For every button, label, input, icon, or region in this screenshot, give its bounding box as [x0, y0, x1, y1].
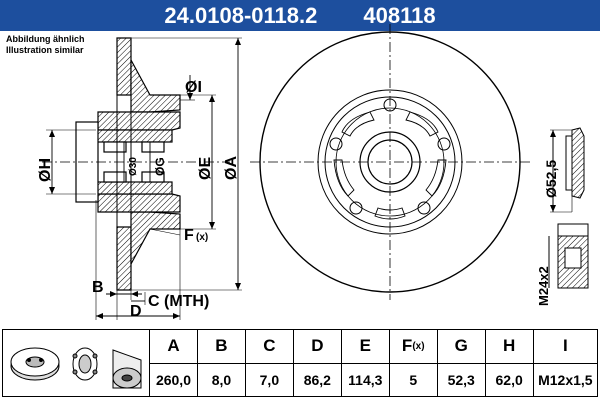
spec-header-suffix: (x) [412, 340, 425, 352]
spec-col-C: C 7,0 [245, 330, 294, 396]
dimension-lines [46, 37, 242, 320]
bolt-hole [329, 137, 343, 151]
hub-body-top [97, 111, 181, 131]
bolt-hole [437, 137, 451, 151]
spec-col-B: B 8,0 [197, 330, 246, 396]
label-C: C (MTH) [148, 293, 209, 310]
label-M24x2: M24x2 [536, 266, 551, 306]
spec-header: F [401, 336, 413, 356]
axle-nut-detail [548, 223, 589, 289]
note-english: Illustration similar [6, 45, 84, 55]
label-dia-30: Ø30 [128, 157, 139, 176]
label-dia-G: ØG [153, 157, 167, 176]
bolt-hole [417, 201, 431, 215]
spec-header-F: F(x) [389, 330, 437, 364]
spec-header: C [245, 330, 293, 364]
illustration-note: Abbildung ähnlich Illustration similar [6, 34, 85, 56]
label-B: B [92, 279, 104, 296]
spec-value: 8,0 [211, 371, 232, 388]
part-number: 24.0108-0118.2 [164, 2, 318, 28]
bearing-outer-bottom [95, 181, 173, 195]
bearing-inner-bottom-2 [141, 171, 165, 183]
label-D: D [130, 303, 142, 320]
disc-ring-top [116, 37, 132, 96]
bearing-thumbnail-icon [72, 347, 98, 381]
bearing-inner-top-2 [141, 141, 165, 153]
spec-header: I [533, 330, 598, 364]
dimension-arrows [49, 38, 241, 319]
spec-col-A: A 260,0 [150, 330, 198, 396]
spec-header: D [293, 330, 341, 364]
hat-pockets [333, 111, 447, 220]
hub-body-bottom [97, 193, 181, 213]
label-dia-E: ØE [197, 157, 214, 180]
spec-col-G: G 52,3 [437, 330, 486, 396]
spec-value: 86,2 [303, 371, 331, 388]
disc-ring-bottom [116, 226, 132, 291]
spec-value: M12x1,5 [538, 371, 593, 388]
label-F-suffix: (x) [196, 232, 208, 243]
spec-value: 260,0 [155, 371, 191, 388]
reference-number: 408118 [363, 2, 436, 28]
label-dia-A: ØA [223, 156, 240, 180]
wheel-hub-thumbnail-icon [112, 349, 142, 389]
title-bar: 24.0108-0118.2 408118 [0, 0, 600, 31]
brake-disc-thumbnail-icon [10, 347, 60, 381]
dust-cap-detail [550, 127, 585, 213]
spec-table: A 260,0 B 8,0 C 7,0 D 86,2 E 114,3 F(x) … [2, 329, 598, 397]
bolt-hole [349, 201, 363, 215]
disc-cross-section [75, 37, 181, 291]
spec-value: 5 [409, 371, 418, 388]
bearing-inner-bottom [103, 171, 127, 183]
spec-col-F: F(x) 5 [389, 330, 438, 396]
spec-header: A [150, 330, 197, 364]
spec-header: H [485, 330, 533, 364]
label-dia-H: ØH [37, 158, 54, 182]
note-german: Abbildung ähnlich [6, 34, 85, 44]
spec-col-D: D 86,2 [293, 330, 342, 396]
label-dia-I: ØI [185, 79, 202, 96]
spec-value: 62,0 [495, 371, 523, 388]
bearing-inner-top [103, 141, 127, 153]
label-dia-52-5: Ø52,5 [543, 160, 559, 198]
spec-value: 114,3 [348, 371, 383, 388]
spec-col-I: I M12x1,5 [533, 330, 598, 396]
spec-value: 52,3 [447, 371, 475, 388]
bearing-outer-top [95, 129, 173, 143]
thumbnail-cell [3, 330, 150, 396]
spec-col-H: H 62,0 [485, 330, 534, 396]
spec-header: E [341, 330, 389, 364]
hub-flange-bottom [130, 211, 181, 265]
spec-header: B [197, 330, 245, 364]
hub-flange-top [130, 59, 181, 113]
spec-value: 7,0 [259, 371, 280, 388]
spec-col-E: E 114,3 [341, 330, 390, 396]
label-F: F [184, 227, 194, 244]
spec-header: G [437, 330, 485, 364]
